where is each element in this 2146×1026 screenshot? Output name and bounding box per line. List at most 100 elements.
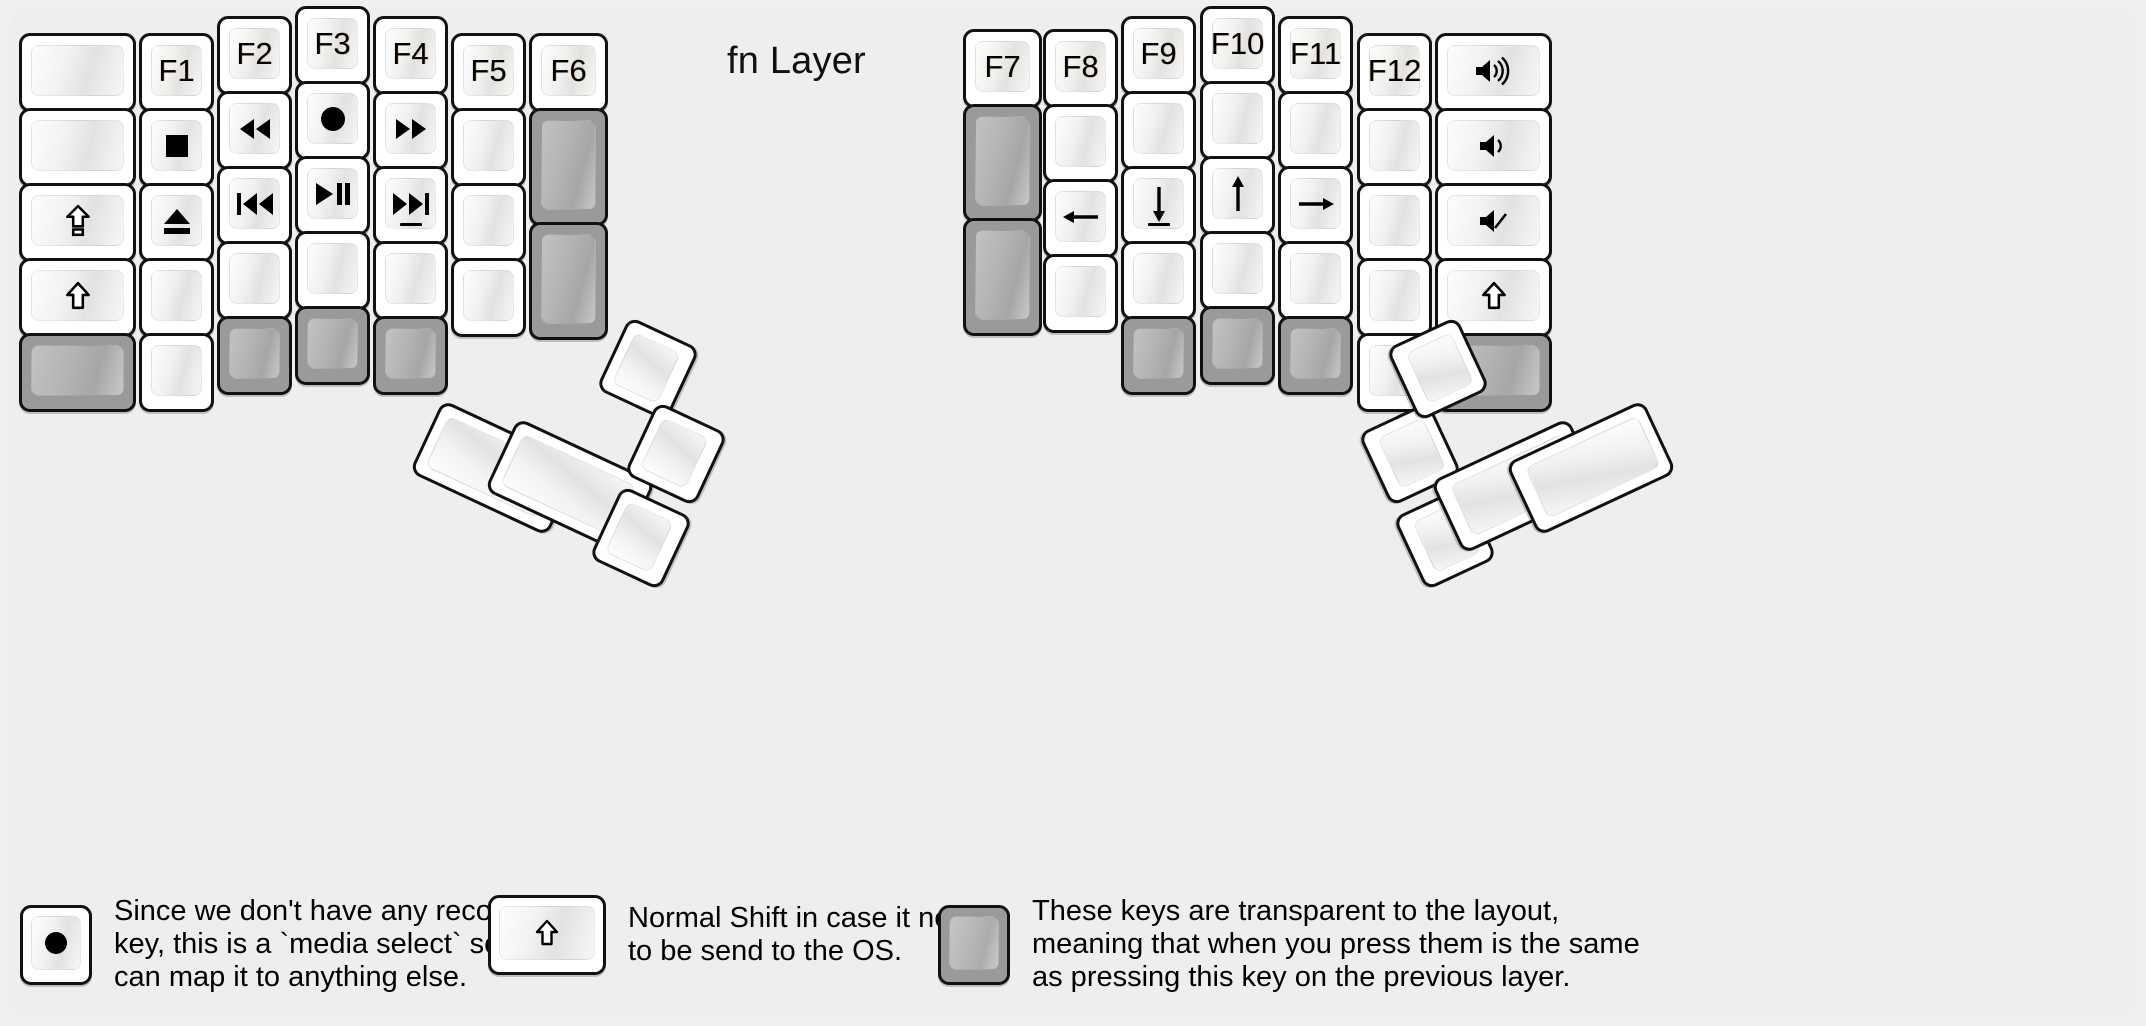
key-left-index-3[interactable] xyxy=(373,241,448,320)
key-left-middle-2[interactable] xyxy=(295,156,370,235)
key-right-ring-2[interactable] xyxy=(1278,166,1353,245)
keycap-face xyxy=(611,332,681,405)
key-right-index-3[interactable] xyxy=(1121,241,1196,320)
key-left-middle-4[interactable] xyxy=(295,306,370,385)
keycap-face xyxy=(1055,266,1106,317)
keycap-face xyxy=(1447,270,1540,321)
key-label: F6 xyxy=(550,53,587,88)
key-right-index-4[interactable] xyxy=(1121,316,1196,395)
keycap-face: F8 xyxy=(1055,41,1106,92)
key-label: F5 xyxy=(470,53,507,88)
key-right-pinky-0[interactable]: F12 xyxy=(1357,33,1432,112)
key-left-index-inner-1[interactable] xyxy=(451,108,526,187)
legend-text-transparent: These keys are transparent to the layout… xyxy=(1032,895,1640,994)
key-left-index-2[interactable] xyxy=(373,166,448,245)
key-right-index-2[interactable] xyxy=(1121,166,1196,245)
key-label: F4 xyxy=(392,36,429,71)
key-left-inner-extra-2[interactable] xyxy=(529,222,608,340)
key-left-ring-0[interactable]: F2 xyxy=(217,16,292,95)
keycap-face xyxy=(31,345,124,396)
key-left-ring-3[interactable] xyxy=(217,241,292,320)
key-left-pinky-outer-0[interactable] xyxy=(19,33,136,112)
key-left-pinky-1[interactable] xyxy=(139,108,214,187)
key-right-index-inner-3[interactable] xyxy=(1043,254,1118,333)
key-left-index-inner-0[interactable]: F5 xyxy=(451,33,526,112)
keycap-face: F9 xyxy=(1133,28,1184,79)
key-label: F9 xyxy=(1140,36,1177,71)
keycap-face xyxy=(1369,270,1420,321)
key-right-index-inner-0[interactable]: F8 xyxy=(1043,29,1118,108)
key-right-index-inner-2[interactable] xyxy=(1043,179,1118,258)
key-left-index-inner-2[interactable] xyxy=(451,183,526,262)
keycap-face xyxy=(1055,191,1106,242)
key-right-pinky-outer-3[interactable] xyxy=(1435,258,1552,337)
key-left-pinky-outer-1[interactable] xyxy=(19,108,136,187)
key-left-pinky-outer-4[interactable] xyxy=(19,333,136,412)
keycap-face xyxy=(31,270,124,321)
keycap-face: F7 xyxy=(975,41,1030,92)
key-right-index-1[interactable] xyxy=(1121,91,1196,170)
keycap-face xyxy=(151,120,202,171)
keycap-face xyxy=(975,116,1030,206)
key-right-ring-4[interactable] xyxy=(1278,316,1353,395)
keycap-face xyxy=(229,253,280,304)
volume-down-icon xyxy=(1477,131,1511,161)
keycap-face xyxy=(1055,116,1106,167)
key-right-inner-extra-2[interactable] xyxy=(963,218,1042,336)
key-right-middle-3[interactable] xyxy=(1200,231,1275,310)
keycap-face xyxy=(975,230,1030,320)
keycap-face xyxy=(1290,103,1341,154)
key-left-index-4[interactable] xyxy=(373,316,448,395)
key-left-middle-0[interactable]: F3 xyxy=(295,6,370,85)
key-left-index-0[interactable]: F4 xyxy=(373,16,448,95)
key-left-inner-extra-1[interactable] xyxy=(529,108,608,226)
key-right-inner-extra-0[interactable]: F7 xyxy=(963,29,1042,108)
keycap-face xyxy=(1212,168,1263,219)
keycap-face xyxy=(1290,328,1341,379)
keycap-face xyxy=(604,501,674,574)
key-right-middle-1[interactable] xyxy=(1200,81,1275,160)
key-left-inner-extra-0[interactable]: F6 xyxy=(529,33,608,112)
key-left-pinky-3[interactable] xyxy=(139,258,214,337)
keycap-face xyxy=(1447,120,1540,171)
key-right-middle-4[interactable] xyxy=(1200,306,1275,385)
key-right-pinky-2[interactable] xyxy=(1357,183,1432,262)
key-left-pinky-outer-3[interactable] xyxy=(19,258,136,337)
key-right-ring-0[interactable]: F11 xyxy=(1278,16,1353,95)
keycap-face xyxy=(151,270,202,321)
record-dot-icon xyxy=(43,930,69,956)
key-right-pinky-3[interactable] xyxy=(1357,258,1432,337)
key-left-middle-1[interactable] xyxy=(295,81,370,160)
key-left-pinky-4[interactable] xyxy=(139,333,214,412)
key-right-pinky-outer-2[interactable] xyxy=(1435,183,1552,262)
keycap-face xyxy=(151,195,202,246)
key-right-inner-extra-1[interactable] xyxy=(963,104,1042,222)
key-left-ring-1[interactable] xyxy=(217,91,292,170)
key-right-pinky-outer-0[interactable] xyxy=(1435,33,1552,112)
key-right-index-inner-1[interactable] xyxy=(1043,104,1118,183)
key-left-middle-3[interactable] xyxy=(295,231,370,310)
key-right-index-0[interactable]: F9 xyxy=(1121,16,1196,95)
arrow-up-icon xyxy=(1225,174,1251,214)
key-label: F12 xyxy=(1367,53,1422,88)
key-right-ring-1[interactable] xyxy=(1278,91,1353,170)
keycap-face: F4 xyxy=(385,28,436,79)
key-right-middle-0[interactable]: F10 xyxy=(1200,6,1275,85)
key-left-index-1[interactable] xyxy=(373,91,448,170)
key-right-middle-2[interactable] xyxy=(1200,156,1275,235)
keycap-face xyxy=(541,234,596,324)
key-right-pinky-1[interactable] xyxy=(1357,108,1432,187)
key-label: F8 xyxy=(1062,49,1099,84)
key-left-pinky-0[interactable]: F1 xyxy=(139,33,214,112)
legend-item-transparent: These keys are transparent to the layout… xyxy=(938,895,1640,994)
key-left-ring-4[interactable] xyxy=(217,316,292,395)
key-right-pinky-outer-1[interactable] xyxy=(1435,108,1552,187)
key-left-index-inner-3[interactable] xyxy=(451,258,526,337)
keycap-face xyxy=(1212,243,1263,294)
key-left-pinky-outer-2[interactable] xyxy=(19,183,136,262)
caps-lock-icon xyxy=(64,204,92,238)
keycap-face xyxy=(385,103,436,154)
key-left-ring-2[interactable] xyxy=(217,166,292,245)
key-left-pinky-2[interactable] xyxy=(139,183,214,262)
key-right-ring-3[interactable] xyxy=(1278,241,1353,320)
